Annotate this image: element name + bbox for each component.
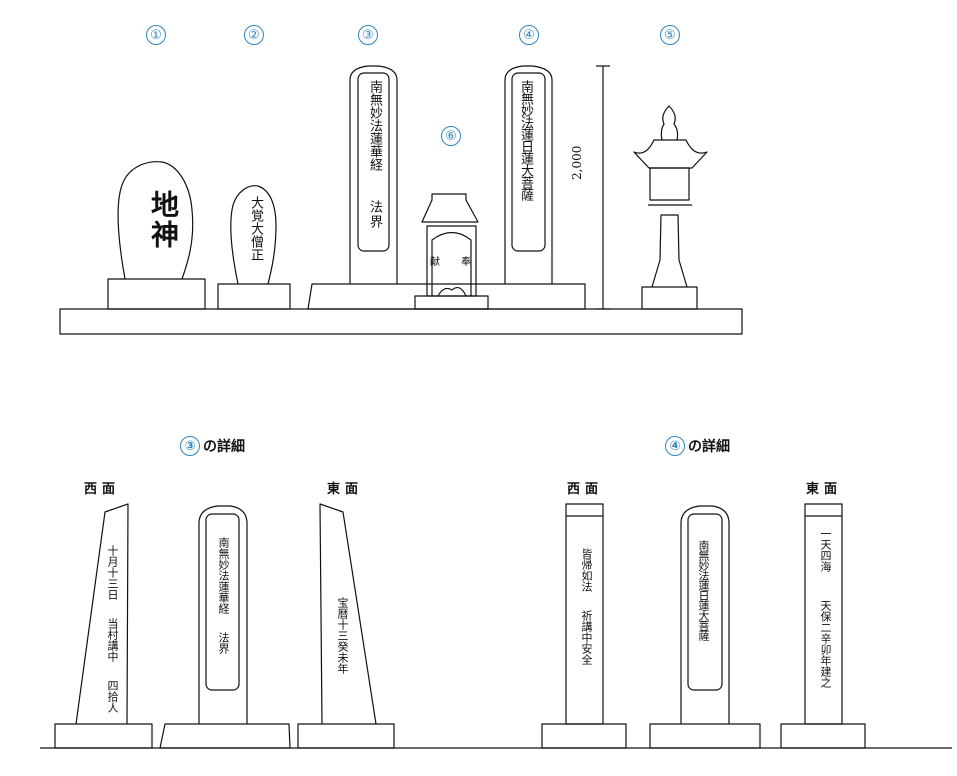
stone2-pedestal [217,283,291,310]
marker-4: ④ [519,25,539,45]
d3-west-label: 西面 [84,482,121,497]
detail-4-title: ④ の詳細 [665,436,730,456]
d3-west-pedestal [54,723,153,749]
stone4-panel [511,72,546,252]
stone3-text-1: 南無妙法蓮華経 [367,80,382,171]
stone1-body [117,161,194,280]
stone3-panel [357,72,390,252]
stone2-text: 大覚大僧正 [248,196,263,261]
d4-west-pedestal [541,723,627,749]
detail-3-title: ③ の詳細 [180,436,245,456]
d4-front-panel [687,513,723,691]
d3-west-body [75,503,129,725]
d3-front-pedestal [159,723,291,749]
d3-east-pedestal [297,723,395,749]
stone3-body [349,65,398,284]
detail-4-marker: ④ [665,436,685,456]
d3-west-text-2: 当村講中 [106,618,119,662]
item6-body [426,225,477,297]
d4-east-body [804,503,843,725]
stone4-text: 南無妙法蓮日蓮大菩薩 [518,80,533,200]
d3-front-text-2: 法界 [217,632,230,654]
d3-east-label: 東面 [327,482,364,497]
stone1-pedestal [107,278,206,310]
d4-east-label: 東面 [806,482,843,497]
lantern-pillar [651,214,688,288]
d4-east-pedestal [780,723,866,749]
d4-west-text-1: 皆帰如法 [580,548,593,592]
stone4-body [504,65,553,284]
d3-west-text-1: 十月十三日 [106,545,119,600]
detail-3-marker: ③ [180,436,200,456]
d4-west-body [565,503,604,725]
marker-6: ⑥ [441,126,461,146]
stone3-text-2: 法界 [367,200,382,230]
d3-front-text-1: 南無妙法蓮華経 [217,537,230,614]
dimension-label: 2,000 [570,145,584,180]
item6-text-right: 奉 [461,257,471,268]
stone3-base [307,283,586,310]
marker-2: ② [244,25,264,45]
marker-5: ⑤ [660,25,680,45]
item6-plinth [414,295,489,310]
d3-front-panel [205,513,240,691]
lantern-roof [633,139,708,169]
d3-west-text-3: 四拾人 [106,680,119,713]
stone1-text: 地神 [147,190,180,250]
lantern-firebox [649,167,690,201]
d3-east-text: 宝暦十三癸未年 [336,597,349,674]
marker-1: ① [146,25,166,45]
d3-east-body [319,503,377,725]
d4-west-label: 西面 [567,482,604,497]
d4-east-text-2: 天保二辛卯年建之 [819,600,832,688]
detail-4-title-text: の詳細 [688,439,730,455]
stone2-body [230,185,277,285]
lantern-base [641,286,698,310]
d4-front-body [680,505,730,724]
detail-3-title-text: の詳細 [203,439,245,455]
item6-text-left: 献 [430,257,440,268]
item6-roof [421,193,479,223]
d4-west-text-2: 祈講中安全 [580,610,593,665]
item6-cloud [437,286,467,297]
d4-front-text: 南無妙法蓮日蓮大菩薩 [697,540,710,640]
item6-arch [431,231,472,296]
d4-front-pedestal [649,723,761,749]
marker-3: ③ [358,25,378,45]
base-platform [59,308,743,335]
lantern-finial [660,105,679,141]
d3-front-body [198,505,248,724]
d4-east-text-1: 一天四海 [819,528,832,572]
